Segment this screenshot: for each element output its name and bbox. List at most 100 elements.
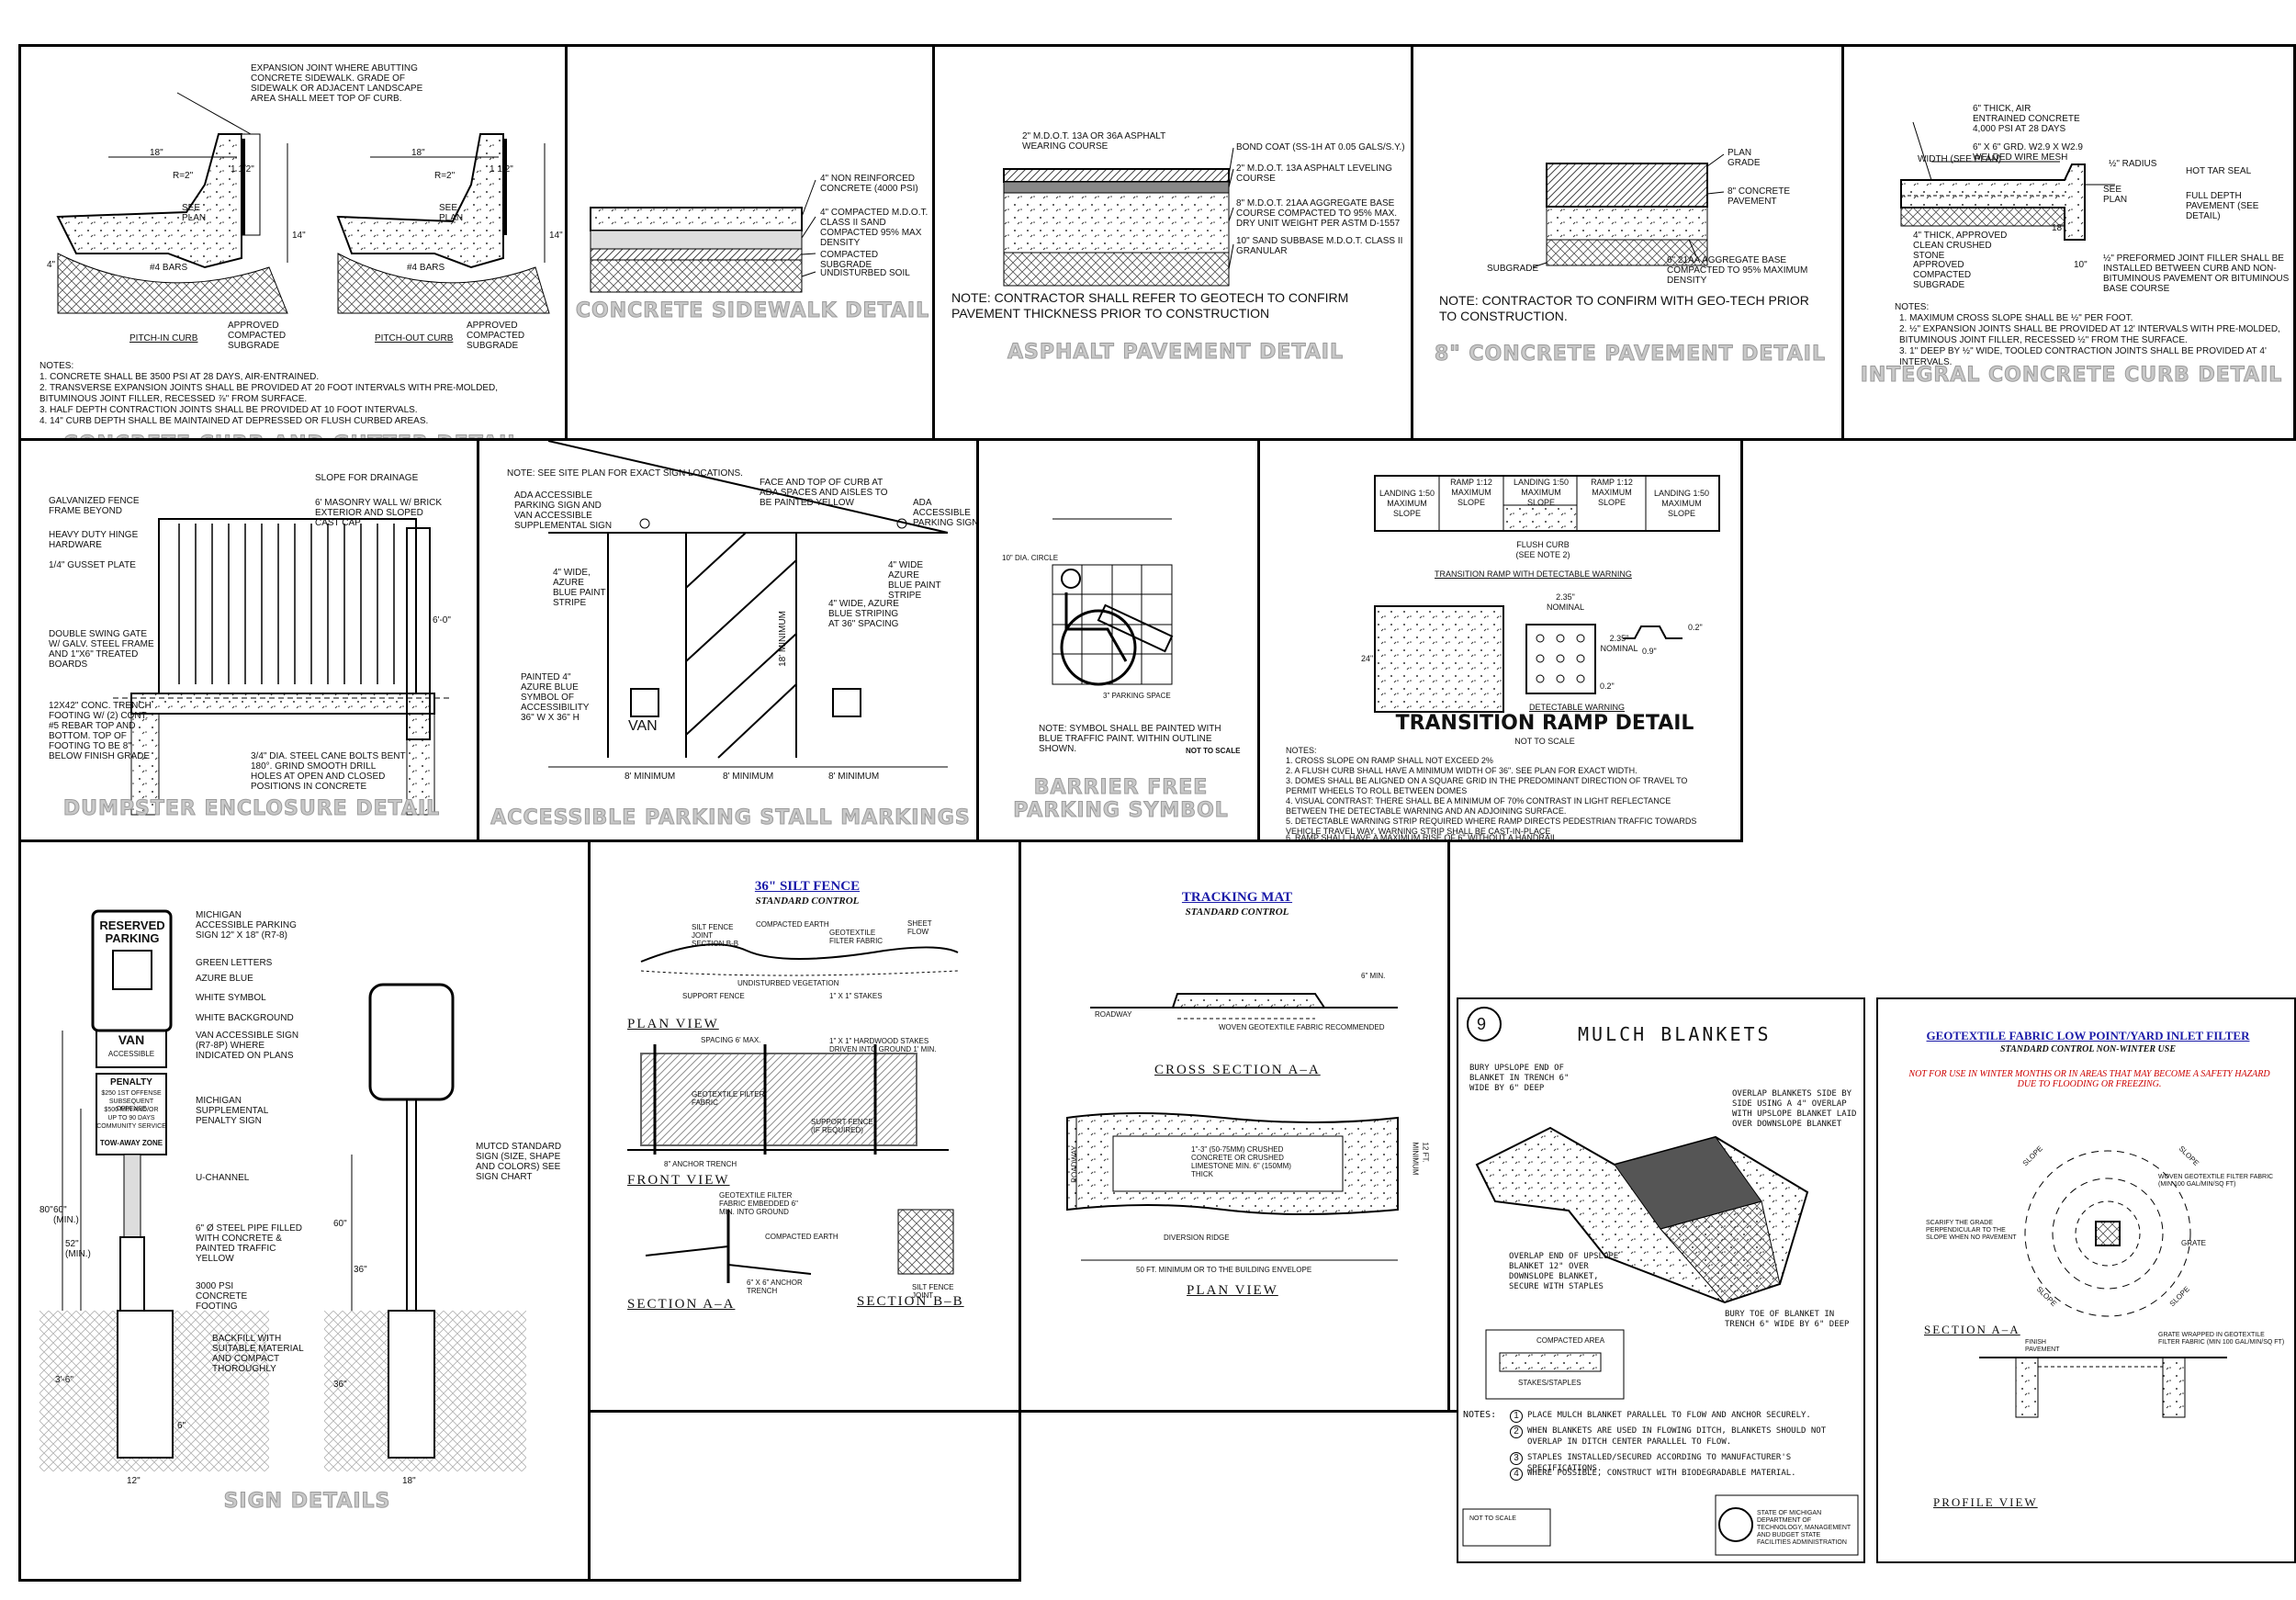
panel-asphalt-pavement: 2" M.D.O.T. 13A OR 36A ASPHALT WEARING C…: [932, 44, 1413, 441]
wall-label: 6' MASONRY WALL W/ BRICK EXTERIOR AND SL…: [315, 498, 443, 528]
pavement-label: FINISH PAVEMENT: [2025, 1339, 2060, 1353]
penalty-sign: PENALTY: [110, 1077, 152, 1087]
see-plan-left: SEE PLAN: [182, 203, 207, 223]
sign-left: ADA ACCESSIBLE PARKING SIGN AND VAN ACCE…: [514, 490, 613, 531]
note-4: 4. 14" CURB DEPTH SHALL BE MAINTAINED AT…: [39, 416, 429, 426]
plan-view-label: PLAN VIEW: [1187, 1283, 1278, 1298]
ramp-note-3: 3. DOMES SHALL BE ALIGNED ON A SQUARE GR…: [1286, 776, 1688, 785]
dim-12: 12": [127, 1476, 141, 1486]
dumpster-label-4: DOUBLE SWING GATE W/ GALV. STEEL FRAME A…: [49, 629, 154, 670]
panel-dumpster-enclosure: SLOPE FOR DRAINAGE 6' MASONRY WALL W/ BR…: [18, 438, 479, 842]
note-2: 2. TRANSVERSE EXPANSION JOINTS SHALL BE …: [39, 383, 499, 393]
integral-label-3: ½" RADIUS: [2109, 159, 2157, 169]
panel-title: DUMPSTER ENCLOSURE DETAIL: [62, 797, 441, 821]
penalty-line-5: COMMUNITY SERVICE: [96, 1123, 166, 1130]
silt-label-15: 6" X 6" ANCHOR TRENCH: [747, 1279, 803, 1295]
sidewalk-label-1: 4" NON REINFORCED CONCRETE (4000 PSI): [820, 174, 918, 194]
ramp-note-4b: BETWEEN THE DETECTABLE WARNING AND AN AD…: [1286, 806, 1567, 816]
dim-r2-left: R=2": [173, 171, 194, 181]
stripe-right: 4" WIDE AZURE BLUE PAINT STRIPE: [888, 560, 941, 601]
cell-2: RAMP 1:12 MAXIMUM SLOPE: [1450, 478, 1492, 507]
panel-integral-curb: 6" THICK, AIR ENTRAINED CONCRETE 4,000 P…: [1841, 44, 2296, 441]
silt-label-12: SUPPORT FENCE (IF REQUIRED): [811, 1118, 873, 1134]
flush-curb: FLUSH CURB (SEE NOTE 2): [1515, 540, 1570, 559]
mulch-number: 9: [1477, 1015, 1487, 1033]
mulch-label-5: COMPACTED AREA: [1536, 1336, 1605, 1345]
panel-transition-ramp: LANDING 1:50 MAXIMUM SLOPE RAMP 1:12 MAX…: [1257, 438, 1743, 842]
bars-left: #4 BARS: [150, 263, 188, 273]
grate-wrapped-label: GRATE WRAPPED IN GEOTEXTILE FILTER FABRI…: [2158, 1332, 2285, 1346]
fabric-label: WOVEN GEOTEXTILE FILTER FABRIC (MIN 100 …: [2158, 1174, 2274, 1188]
integral-curb-drawing: [1900, 121, 2115, 241]
silt-label-14: COMPACTED EARTH: [765, 1233, 838, 1241]
dim-60-right: 60": [333, 1219, 347, 1229]
sign-label-10: 3000 PSI CONCRETE FOOTING: [196, 1281, 248, 1312]
penalty-line-2: SUBSEQUENT OFFENSE: [108, 1099, 154, 1112]
transition-ramp-drawing: [1374, 475, 1720, 713]
ramp-note-6: 6. RAMP SHALL HAVE A MAXIMUM RISE OF 6" …: [1286, 833, 1558, 842]
plan-view-label: PLAN VIEW: [627, 1017, 719, 1031]
min-8-b: 8' MINIMUM: [723, 772, 774, 782]
mulch-label-1: BURY UPSLOPE END OF BLANKET IN TRENCH 6"…: [1469, 1064, 1570, 1093]
penalty-line-3: $500 MIN AND/OR: [104, 1107, 159, 1113]
penalty-line-4: UP TO 90 DAYS: [107, 1115, 155, 1121]
mutcd-label: MUTCD STANDARD SIGN (SIZE, SHAPE AND COL…: [476, 1142, 562, 1182]
note-2b: BITUMINOUS JOINT FILLER, RECESSED ⅞" FRO…: [39, 394, 308, 404]
ramp-note-4: 4. VISUAL CONTRAST: THERE SHALL BE A MIN…: [1286, 796, 1671, 806]
mulch-label-4: BURY TOE OF BLANKET IN TRENCH 6" WIDE BY…: [1725, 1310, 1850, 1329]
mulch-note-3: STAPLES INSTALLED/SECURED ACCORDING TO M…: [1527, 1453, 1792, 1473]
dim-09: 0.9": [1642, 647, 1657, 656]
sign-label-7: MICHIGAN SUPPLEMENTAL PENALTY SIGN: [196, 1096, 268, 1126]
panel-title: BARRIER FREE PARKING SYMBOL: [1013, 776, 1229, 823]
mulch-num-3: 3: [1510, 1452, 1523, 1465]
integral-label-6: ½" PREFORMED JOINT FILLER SHALL BE INSTA…: [2103, 254, 2290, 294]
mat-label-5: DIVERSION RIDGE: [1164, 1234, 1230, 1242]
silt-label-2: COMPACTED EARTH: [756, 920, 829, 929]
note-3: 3. HALF DEPTH CONTRACTION JOINTS SHALL B…: [39, 405, 418, 415]
panel-geotextile-inlet: GEOTEXTILE FABRIC LOW POINT/YARD INLET F…: [1876, 997, 2296, 1563]
panel-title: MULCH BLANKETS: [1578, 1023, 1772, 1045]
sign-label-6: VAN ACCESSIBLE SIGN (R7-8P) WHERE INDICA…: [196, 1031, 299, 1061]
tracking-mat-bottom-frame: [588, 1410, 1457, 1413]
painted-label: PAINTED 4" AZURE BLUE SYMBOL OF ACCESSIB…: [521, 672, 590, 723]
geotextile-drawing: [1979, 1150, 2227, 1418]
sign-label-2: GREEN LETTERS: [196, 958, 273, 968]
panel-subtitle: STANDARD CONTROL: [1185, 907, 1289, 918]
silt-label-6: SUPPORT FENCE: [682, 992, 745, 1000]
concrete-label: 8" CONCRETE PAVEMENT: [1728, 186, 1791, 207]
min-8-c: 8' MINIMUM: [828, 772, 880, 782]
sidewalk-label-4: UNDISTURBED SOIL: [820, 268, 910, 278]
winter-warning: NOT FOR USE IN WINTER MONTHS OR IN AREAS…: [1908, 1069, 2270, 1089]
mulch-num-4: 4: [1510, 1468, 1523, 1481]
panel-title: 8" CONCRETE PAVEMENT DETAIL: [1434, 343, 1826, 366]
stripe-left: 4" WIDE, AZURE BLUE PAINT STRIPE: [553, 568, 606, 608]
subgrade-label: APPROVED COMPACTED SUBGRADE: [1913, 260, 1972, 290]
notes-heading: NOTES:: [39, 361, 74, 371]
dim-14-right: 14": [549, 231, 563, 241]
mulch-label-6: STAKES/STAPLES: [1518, 1379, 1581, 1387]
note-3: 3. 1" DEEP BY ½" WIDE, TOOLED CONTRACTIO…: [1899, 346, 2267, 367]
slope-label: SLOPE FOR DRAINAGE: [315, 473, 419, 483]
dim-4: 4": [47, 260, 56, 270]
barrier-free-drawing: [1052, 518, 1174, 686]
dim-6: 6": [177, 1421, 186, 1431]
tracking-mat-drawing: [1066, 993, 1399, 1261]
note-2b: BITUMINOUS JOINT FILLER, RECESSED ½" FRO…: [1899, 335, 2188, 345]
panel-title: CONCRETE SIDEWALK DETAIL: [575, 299, 930, 323]
silt-label-8: SPACING 6' MAX.: [701, 1036, 761, 1044]
cell-1: LANDING 1:50 MAXIMUM SLOPE: [1379, 489, 1435, 518]
sign-details-drawing: [39, 909, 526, 1471]
section-label: SECTION A–A: [1924, 1323, 2020, 1336]
van-sign: VAN: [118, 1032, 145, 1047]
dim-36-right-b: 36": [333, 1380, 347, 1390]
van-sign-sub: ACCESSIBLE: [107, 1050, 155, 1058]
asphalt-note: NOTE: CONTRACTOR SHALL REFER TO GEOTECH …: [951, 290, 1349, 321]
striping-label: 4" WIDE, AZURE BLUE STRIPING AT 36" SPAC…: [828, 599, 899, 629]
mat-label-6: 50 FT. MINIMUM OR TO THE BUILDING ENVELO…: [1136, 1266, 1312, 1274]
base-label: 6" 21AA AGGREGATE BASE COMPACTED TO 95% …: [1667, 255, 1808, 286]
min-18: 18' MINIMUM: [777, 611, 788, 667]
panel-barrier-free-symbol: 10" DIA. CIRCLE 3" PARKING SPACE NOTE: S…: [976, 438, 1260, 842]
integral-label-1: 6" THICK, AIR ENTRAINED CONCRETE 4,000 P…: [1973, 104, 2080, 134]
silt-label-4: SHEET FLOW: [907, 919, 932, 936]
ramp-note-5b: VEHICLE TRAVEL WAY. WARNING STRIP SHALL …: [1286, 827, 1551, 836]
